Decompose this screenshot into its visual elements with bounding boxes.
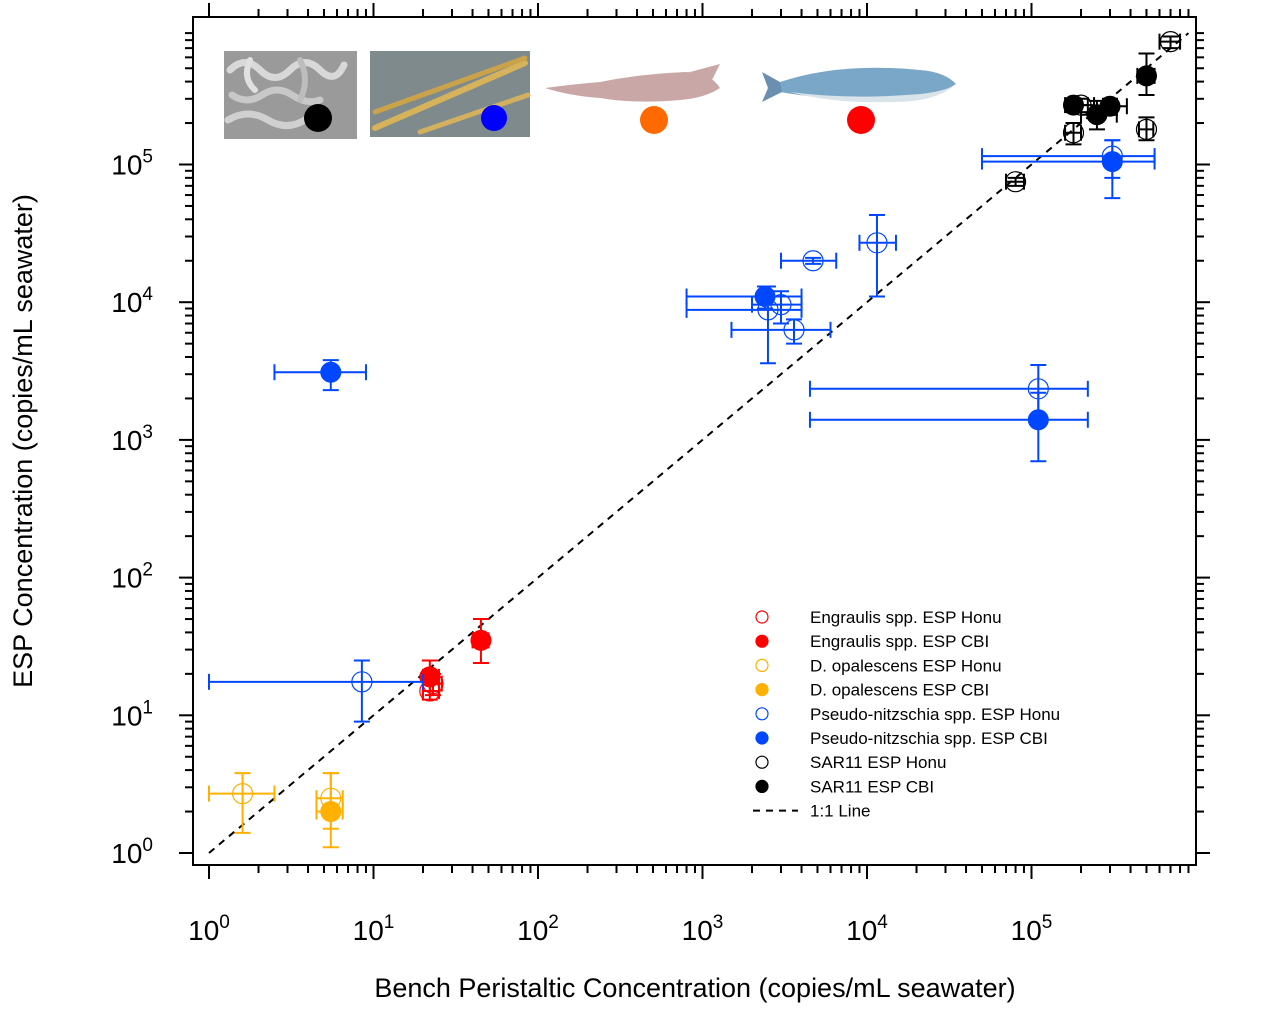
pseudo-nitzschia-micrograph bbox=[370, 51, 531, 137]
pseudo-nitzschia-marker bbox=[481, 105, 507, 131]
y-tick-label: 104 bbox=[111, 284, 153, 318]
one-to-one-line bbox=[208, 32, 1190, 854]
x-tick-label: 101 bbox=[353, 912, 395, 946]
legend-label: Engraulis spp. ESP CBI bbox=[810, 632, 989, 651]
data-point bbox=[470, 618, 492, 664]
legend-label: Pseudo-nitzschia spp. ESP CBI bbox=[810, 729, 1048, 748]
legend-item: Engraulis spp. ESP CBI bbox=[755, 632, 989, 651]
legend-label: Pseudo-nitzschia spp. ESP Honu bbox=[810, 705, 1060, 724]
plot-area bbox=[192, 16, 1197, 866]
data-point bbox=[685, 285, 803, 310]
legend-item: D. opalescens ESP CBI bbox=[755, 681, 989, 700]
axis-ticks bbox=[179, 3, 1210, 879]
y-tick-label: 103 bbox=[111, 422, 153, 456]
data-point bbox=[1135, 52, 1157, 96]
axis-tick-labels: 100 101 102 103 104 105 100 101 102 103 104 105 bbox=[111, 147, 1052, 947]
x-tick-label: 104 bbox=[846, 912, 888, 946]
data-point bbox=[808, 391, 1089, 463]
data-point bbox=[730, 318, 832, 345]
legend-label: D. opalescens ESP CBI bbox=[810, 681, 989, 700]
data-point bbox=[419, 659, 441, 693]
squid-illustration bbox=[545, 64, 720, 134]
anchovy-marker bbox=[847, 106, 875, 134]
data-point bbox=[208, 772, 276, 834]
y-tick-label: 105 bbox=[111, 147, 153, 181]
data-point bbox=[273, 359, 367, 392]
legend-item: Pseudo-nitzschia spp. ESP CBI bbox=[755, 729, 1048, 748]
data-point bbox=[1062, 122, 1085, 146]
legend-item: SAR11 ESP Honu bbox=[755, 753, 946, 772]
legend-item: Pseudo-nitzschia spp. ESP Honu bbox=[755, 705, 1060, 724]
x-tick-label: 105 bbox=[1011, 912, 1053, 946]
legend-label: SAR11 ESP Honu bbox=[810, 753, 946, 772]
squid-marker bbox=[640, 106, 668, 134]
x-axis-title: Bench Peristaltic Concentration (copies/… bbox=[374, 973, 1015, 1003]
legend-label: SAR11 ESP CBI bbox=[810, 777, 934, 796]
y-tick-label: 100 bbox=[111, 835, 153, 869]
legend-item-reference: 1:1 Line bbox=[753, 802, 871, 821]
x-tick-label: 103 bbox=[682, 912, 724, 946]
sar11-micrograph bbox=[224, 51, 357, 139]
y-tick-label: 102 bbox=[111, 560, 153, 594]
y-axis-title: ESP Concentration (copies/mL seawater) bbox=[8, 194, 38, 688]
y-tick-label: 101 bbox=[111, 697, 153, 731]
data-point bbox=[1158, 31, 1182, 53]
sar11-marker bbox=[304, 104, 332, 132]
anchovy-illustration bbox=[762, 67, 956, 134]
data-point bbox=[858, 213, 897, 298]
data-point bbox=[1004, 171, 1027, 193]
legend-item: D. opalescens ESP Honu bbox=[755, 656, 1002, 675]
data-point bbox=[1062, 94, 1089, 116]
legend-label: D. opalescens ESP Honu bbox=[810, 656, 1002, 675]
legend-item: SAR11 ESP CBI bbox=[755, 777, 934, 796]
legend-item: Engraulis spp. ESP Honu bbox=[755, 608, 1002, 627]
x-tick-label: 102 bbox=[517, 912, 559, 946]
x-tick-label: 100 bbox=[188, 912, 230, 946]
data-point bbox=[1093, 95, 1128, 117]
data-point bbox=[208, 659, 425, 723]
data-point bbox=[779, 250, 838, 272]
legend-label: 1:1 Line bbox=[810, 802, 871, 821]
data-point bbox=[1135, 116, 1158, 142]
legend-label: Engraulis spp. ESP Honu bbox=[810, 608, 1002, 627]
data-point bbox=[980, 139, 1156, 200]
data-point bbox=[315, 772, 344, 849]
data-points bbox=[208, 31, 1182, 849]
